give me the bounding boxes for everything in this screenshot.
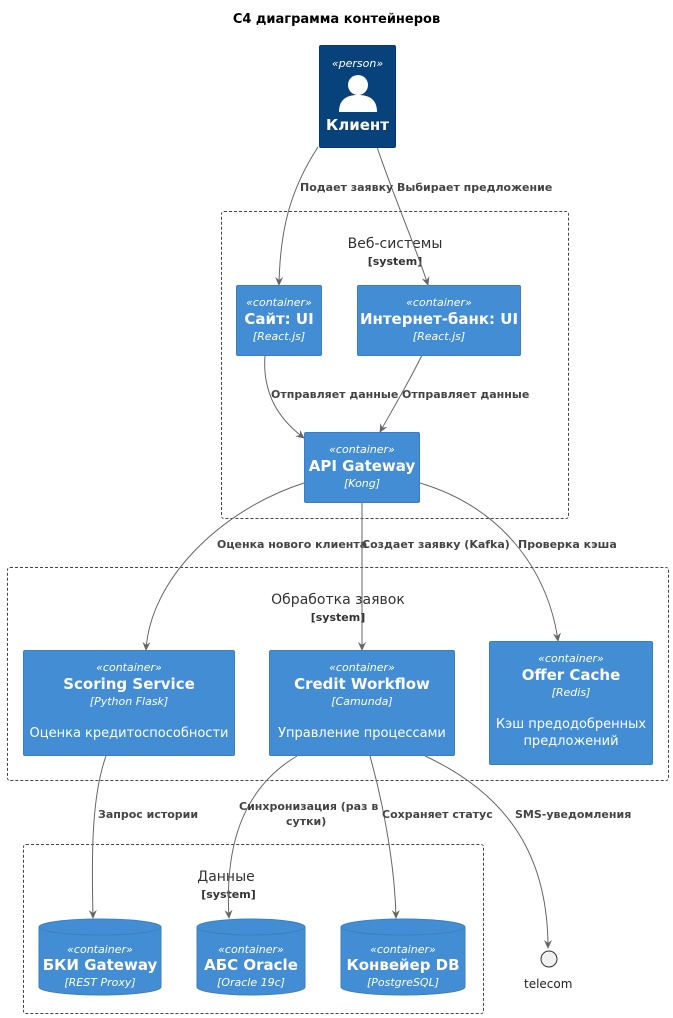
site-stereotype: «container» bbox=[246, 296, 312, 309]
edge-cachecheck bbox=[419, 482, 561, 642]
bank-name: Интернет-банк: UI bbox=[359, 310, 519, 328]
abs-name: АБС Oracle bbox=[204, 956, 298, 974]
label-history: Запрос истории bbox=[98, 808, 199, 821]
data-title: Данные bbox=[197, 869, 255, 885]
database-shape bbox=[38, 918, 162, 996]
person-icon bbox=[338, 75, 377, 112]
workflow-desc: Управление процессами bbox=[278, 726, 446, 741]
workflow-name: Credit Workflow bbox=[294, 675, 430, 693]
database-abs-oracle[interactable]: «container» АБС Oracle [Oracle 19c] bbox=[196, 918, 306, 996]
label-send1: Отправляет данные bbox=[271, 388, 399, 401]
diagram-title: C4 диаграмма контейнеров bbox=[232, 12, 441, 27]
database-bki-gateway[interactable]: «container» БКИ Gateway [REST Proxy] bbox=[38, 918, 162, 996]
label-submit: Подает заявку bbox=[300, 181, 394, 194]
person-client[interactable]: «person» Клиент bbox=[319, 45, 396, 148]
cache-desc-line2: предложений bbox=[523, 734, 619, 749]
edge-savestatus bbox=[369, 755, 400, 919]
processing-type: [system] bbox=[310, 611, 366, 624]
container-internet-bank-ui[interactable]: «container» Интернет-банк: UI [React.js] bbox=[357, 285, 521, 356]
conveyor-stereotype: «container» bbox=[370, 943, 436, 956]
site-name: Сайт: UI bbox=[244, 310, 314, 328]
label-choose: Выбирает предложение bbox=[397, 181, 553, 194]
edge-send2 bbox=[379, 354, 423, 433]
cache-tech: [Redis] bbox=[551, 686, 591, 699]
bki-stereotype: «container» bbox=[67, 943, 133, 956]
edge-send1 bbox=[264, 354, 305, 439]
label-send2: Отправляет данные bbox=[402, 388, 530, 401]
edge-evaluate bbox=[142, 482, 305, 651]
scoring-desc: Оценка кредитоспособности bbox=[29, 726, 229, 741]
web-systems-boundary: Веб-системы [system] bbox=[221, 211, 569, 519]
scoring-stereotype: «container» bbox=[96, 661, 162, 674]
database-shape bbox=[340, 918, 466, 996]
container-api-gateway[interactable]: «container» API Gateway [Kong] bbox=[304, 432, 420, 503]
bank-stereotype: «container» bbox=[406, 296, 472, 309]
label-sync-1: Синхронизация (раз в bbox=[239, 800, 379, 813]
gateway-tech: [Kong] bbox=[343, 477, 381, 490]
data-boundary: Данные [system] bbox=[23, 844, 484, 1014]
bank-tech: [React.js] bbox=[412, 330, 466, 343]
database-shape bbox=[196, 918, 306, 996]
person-stereotype: «person» bbox=[331, 57, 384, 70]
abs-stereotype: «container» bbox=[218, 943, 284, 956]
label-sync-2: сутки) bbox=[286, 815, 327, 828]
container-site-ui[interactable]: «container» Сайт: UI [React.js] bbox=[236, 285, 322, 356]
edge-choose bbox=[376, 146, 430, 286]
workflow-tech: [Camunda] bbox=[331, 695, 393, 708]
edge-submit bbox=[275, 146, 319, 286]
label-savestatus: Сохраняет статус bbox=[382, 808, 493, 821]
scoring-tech: [Python Flask] bbox=[89, 695, 169, 708]
gateway-stereotype: «container» bbox=[329, 443, 395, 456]
site-tech: [React.js] bbox=[252, 330, 306, 343]
conveyor-name: Конвейер DB bbox=[346, 956, 460, 974]
label-cachecheck: Проверка кэша bbox=[518, 538, 617, 551]
label-evaluate: Оценка нового клиента bbox=[217, 538, 368, 551]
web-systems-title: Веб-системы bbox=[347, 236, 443, 252]
cache-desc-line1: Кэш предодобренных bbox=[495, 717, 647, 732]
label-create: Создает заявку (Kafka) bbox=[362, 538, 510, 551]
cache-stereotype: «container» bbox=[538, 652, 604, 665]
web-systems-type: [system] bbox=[367, 255, 423, 268]
gateway-name: API Gateway bbox=[308, 457, 416, 475]
bki-name: БКИ Gateway bbox=[42, 956, 158, 974]
bki-tech: [REST Proxy] bbox=[64, 976, 136, 989]
cache-name: Offer Cache bbox=[521, 666, 621, 684]
container-credit-workflow[interactable]: «container» Credit Workflow [Camunda] Уп… bbox=[269, 650, 455, 756]
edge-history bbox=[88, 755, 107, 919]
telecom-label: telecom bbox=[524, 977, 573, 991]
edge-sms bbox=[424, 755, 552, 949]
abs-tech: [Oracle 19c] bbox=[217, 976, 285, 989]
database-conveyor-db[interactable]: «container» Конвейер DB [PostgreSQL] bbox=[340, 918, 466, 996]
conveyor-tech: [PostgreSQL] bbox=[366, 976, 440, 989]
processing-boundary: Обработка заявок [system] bbox=[7, 567, 669, 781]
scoring-name: Scoring Service bbox=[63, 675, 195, 693]
workflow-stereotype: «container» bbox=[329, 661, 395, 674]
container-scoring-service[interactable]: «container» Scoring Service [Python Flas… bbox=[23, 650, 235, 756]
edge-sync bbox=[224, 755, 298, 919]
container-offer-cache[interactable]: «container» Offer Cache [Redis] Кэш пред… bbox=[489, 641, 653, 765]
label-sms: SMS-уведомления bbox=[515, 808, 632, 821]
person-name: Клиент bbox=[326, 116, 389, 134]
processing-title: Обработка заявок bbox=[271, 592, 405, 608]
telecom-interface-icon[interactable] bbox=[539, 950, 559, 970]
